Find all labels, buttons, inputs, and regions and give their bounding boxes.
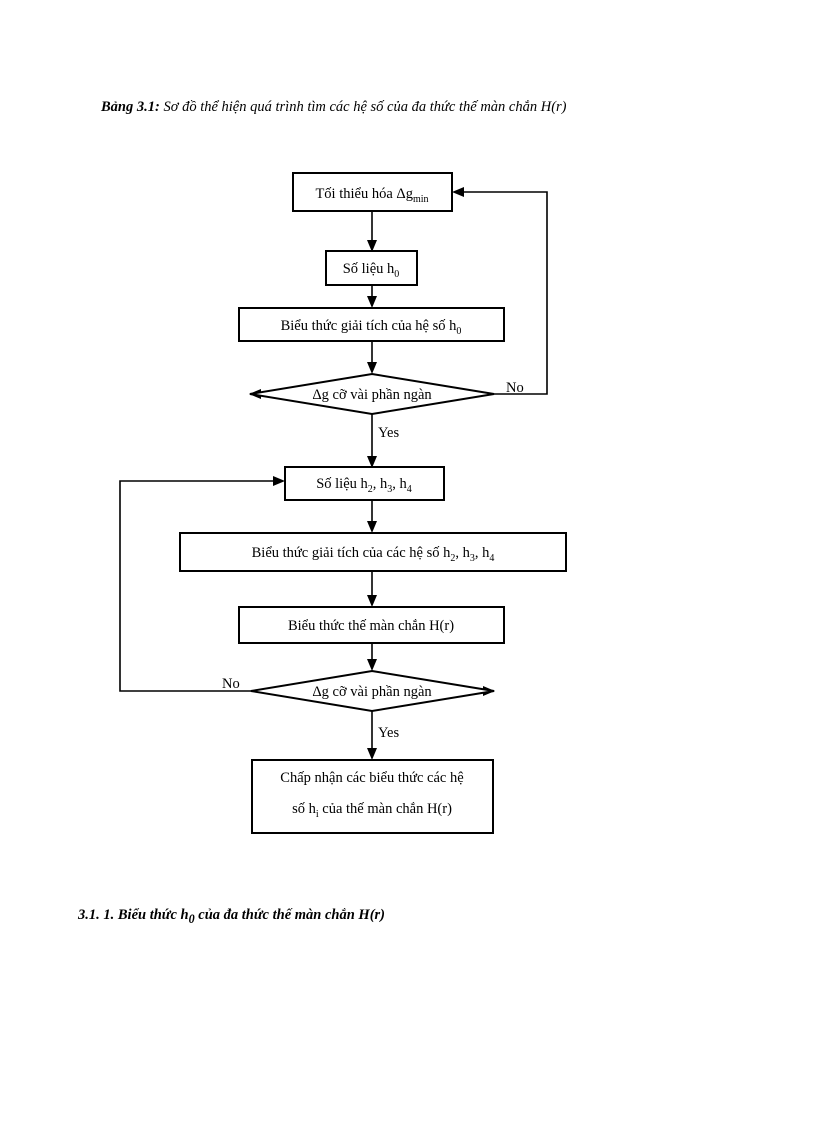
arrowhead-n6-d2 <box>367 659 377 671</box>
node-so-lieu-h0[interactable]: Số liệu h0 <box>325 250 418 286</box>
section-heading-suffix: của đa thức thế màn chắn H(r) <box>194 907 386 923</box>
arrowhead-n3-d1 <box>367 362 377 374</box>
decision-dg-co-vai-phan-ngan-1-label: Δg cỡ vài phần ngàn <box>312 387 432 403</box>
edge-label-no-1: No <box>506 380 524 396</box>
node-bieu-thuc-the-man-chan-label: Biểu thức thế màn chắn H(r) <box>288 618 454 634</box>
node-chap-nhan-bieu-thuc-box[interactable] <box>251 759 494 834</box>
flowchart-connectors <box>119 187 548 760</box>
node-chap-nhan-bieu-thuc-line1: Chấp nhận các biểu thức các hệ <box>280 770 463 786</box>
figure-caption: Bảng 3.1: Sơ đồ thể hiện quá trình tìm c… <box>101 98 741 117</box>
decision-dg-co-vai-phan-ngan-1-shape[interactable] <box>249 372 495 416</box>
node-bieu-thuc-the-man-chan-box[interactable] <box>238 606 505 644</box>
edge-label-yes-1: Yes <box>378 425 399 441</box>
arrowhead-d2-yes-n7 <box>367 748 377 760</box>
arrowhead-n4-n5 <box>367 521 377 533</box>
edge-label-yes-2: Yes <box>378 725 399 741</box>
node-bieu-thuc-giai-tich-h2-h3-h4-label: Biểu thức giải tích của các hệ số h2, h3… <box>252 545 495 564</box>
node-toi-thieu-hoa-box[interactable] <box>292 172 453 212</box>
arrowhead-d1-no-loop <box>452 187 464 197</box>
node-so-lieu-h2-h3-h4[interactable]: Số liệu h2, h3, h4 <box>284 466 445 501</box>
section-heading: 3.1. 1. Biểu thức h0 của đa thức thế màn… <box>78 906 728 928</box>
node-so-lieu-h2-h3-h4-box[interactable] <box>284 466 445 501</box>
connector-d2-no-loop <box>119 480 275 692</box>
node-bieu-thuc-giai-tich-h2-h3-h4-box[interactable] <box>179 532 567 572</box>
section-heading-subscript: 0 <box>188 911 195 926</box>
edge-label-no-2: No <box>222 676 240 692</box>
node-bieu-thuc-the-man-chan[interactable]: Biểu thức thế màn chắn H(r) <box>238 606 505 644</box>
node-chap-nhan-bieu-thuc[interactable]: Chấp nhận các biểu thức các hệ số hi của… <box>251 759 494 834</box>
node-so-lieu-h2-h3-h4-label: Số liệu h2, h3, h4 <box>316 476 412 495</box>
arrowhead-d2-no-loop <box>273 476 285 486</box>
figure-caption-text: Sơ đồ thể hiện quá trình tìm các hệ số c… <box>159 99 567 115</box>
node-bieu-thuc-giai-tich-h2-h3-h4[interactable]: Biểu thức giải tích của các hệ số h2, h3… <box>179 532 567 572</box>
decision-dg-co-vai-phan-ngan-2-label: Δg cỡ vài phần ngàn <box>312 684 432 700</box>
node-toi-thieu-hoa-label: Tối thiểu hóa Δgmin <box>315 186 428 205</box>
section-heading-prefix: 3.1. 1. Biểu thức h <box>78 907 189 923</box>
node-chap-nhan-bieu-thuc-line2: số hi của thế màn chắn H(r) <box>292 801 452 820</box>
node-so-lieu-h0-box[interactable] <box>325 250 418 286</box>
arrowhead-n1-n2 <box>367 240 377 252</box>
figure-caption-label: Bảng 3.1: <box>101 99 160 115</box>
arrowhead-n2-n3 <box>367 296 377 308</box>
connector-d1-no-loop <box>462 191 548 395</box>
decision-dg-co-vai-phan-ngan-1[interactable]: Δg cỡ vài phần ngàn <box>249 372 495 416</box>
decision-dg-co-vai-phan-ngan-2[interactable]: Δg cỡ vài phần ngàn <box>250 669 495 713</box>
decision-dg-co-vai-phan-ngan-2-shape[interactable] <box>250 669 495 713</box>
node-bieu-thuc-giai-tich-h0-label: Biểu thức giải tích của hệ số h0 <box>281 318 462 337</box>
node-toi-thieu-hoa[interactable]: Tối thiểu hóa Δgmin <box>292 172 453 212</box>
arrowhead-n5-n6 <box>367 595 377 607</box>
arrowhead-d1-yes-n4 <box>367 456 377 468</box>
node-bieu-thuc-giai-tich-h0[interactable]: Biểu thức giải tích của hệ số h0 <box>238 307 505 342</box>
node-so-lieu-h0-label: Số liệu h0 <box>343 261 400 280</box>
node-bieu-thuc-giai-tich-h0-box[interactable] <box>238 307 505 342</box>
